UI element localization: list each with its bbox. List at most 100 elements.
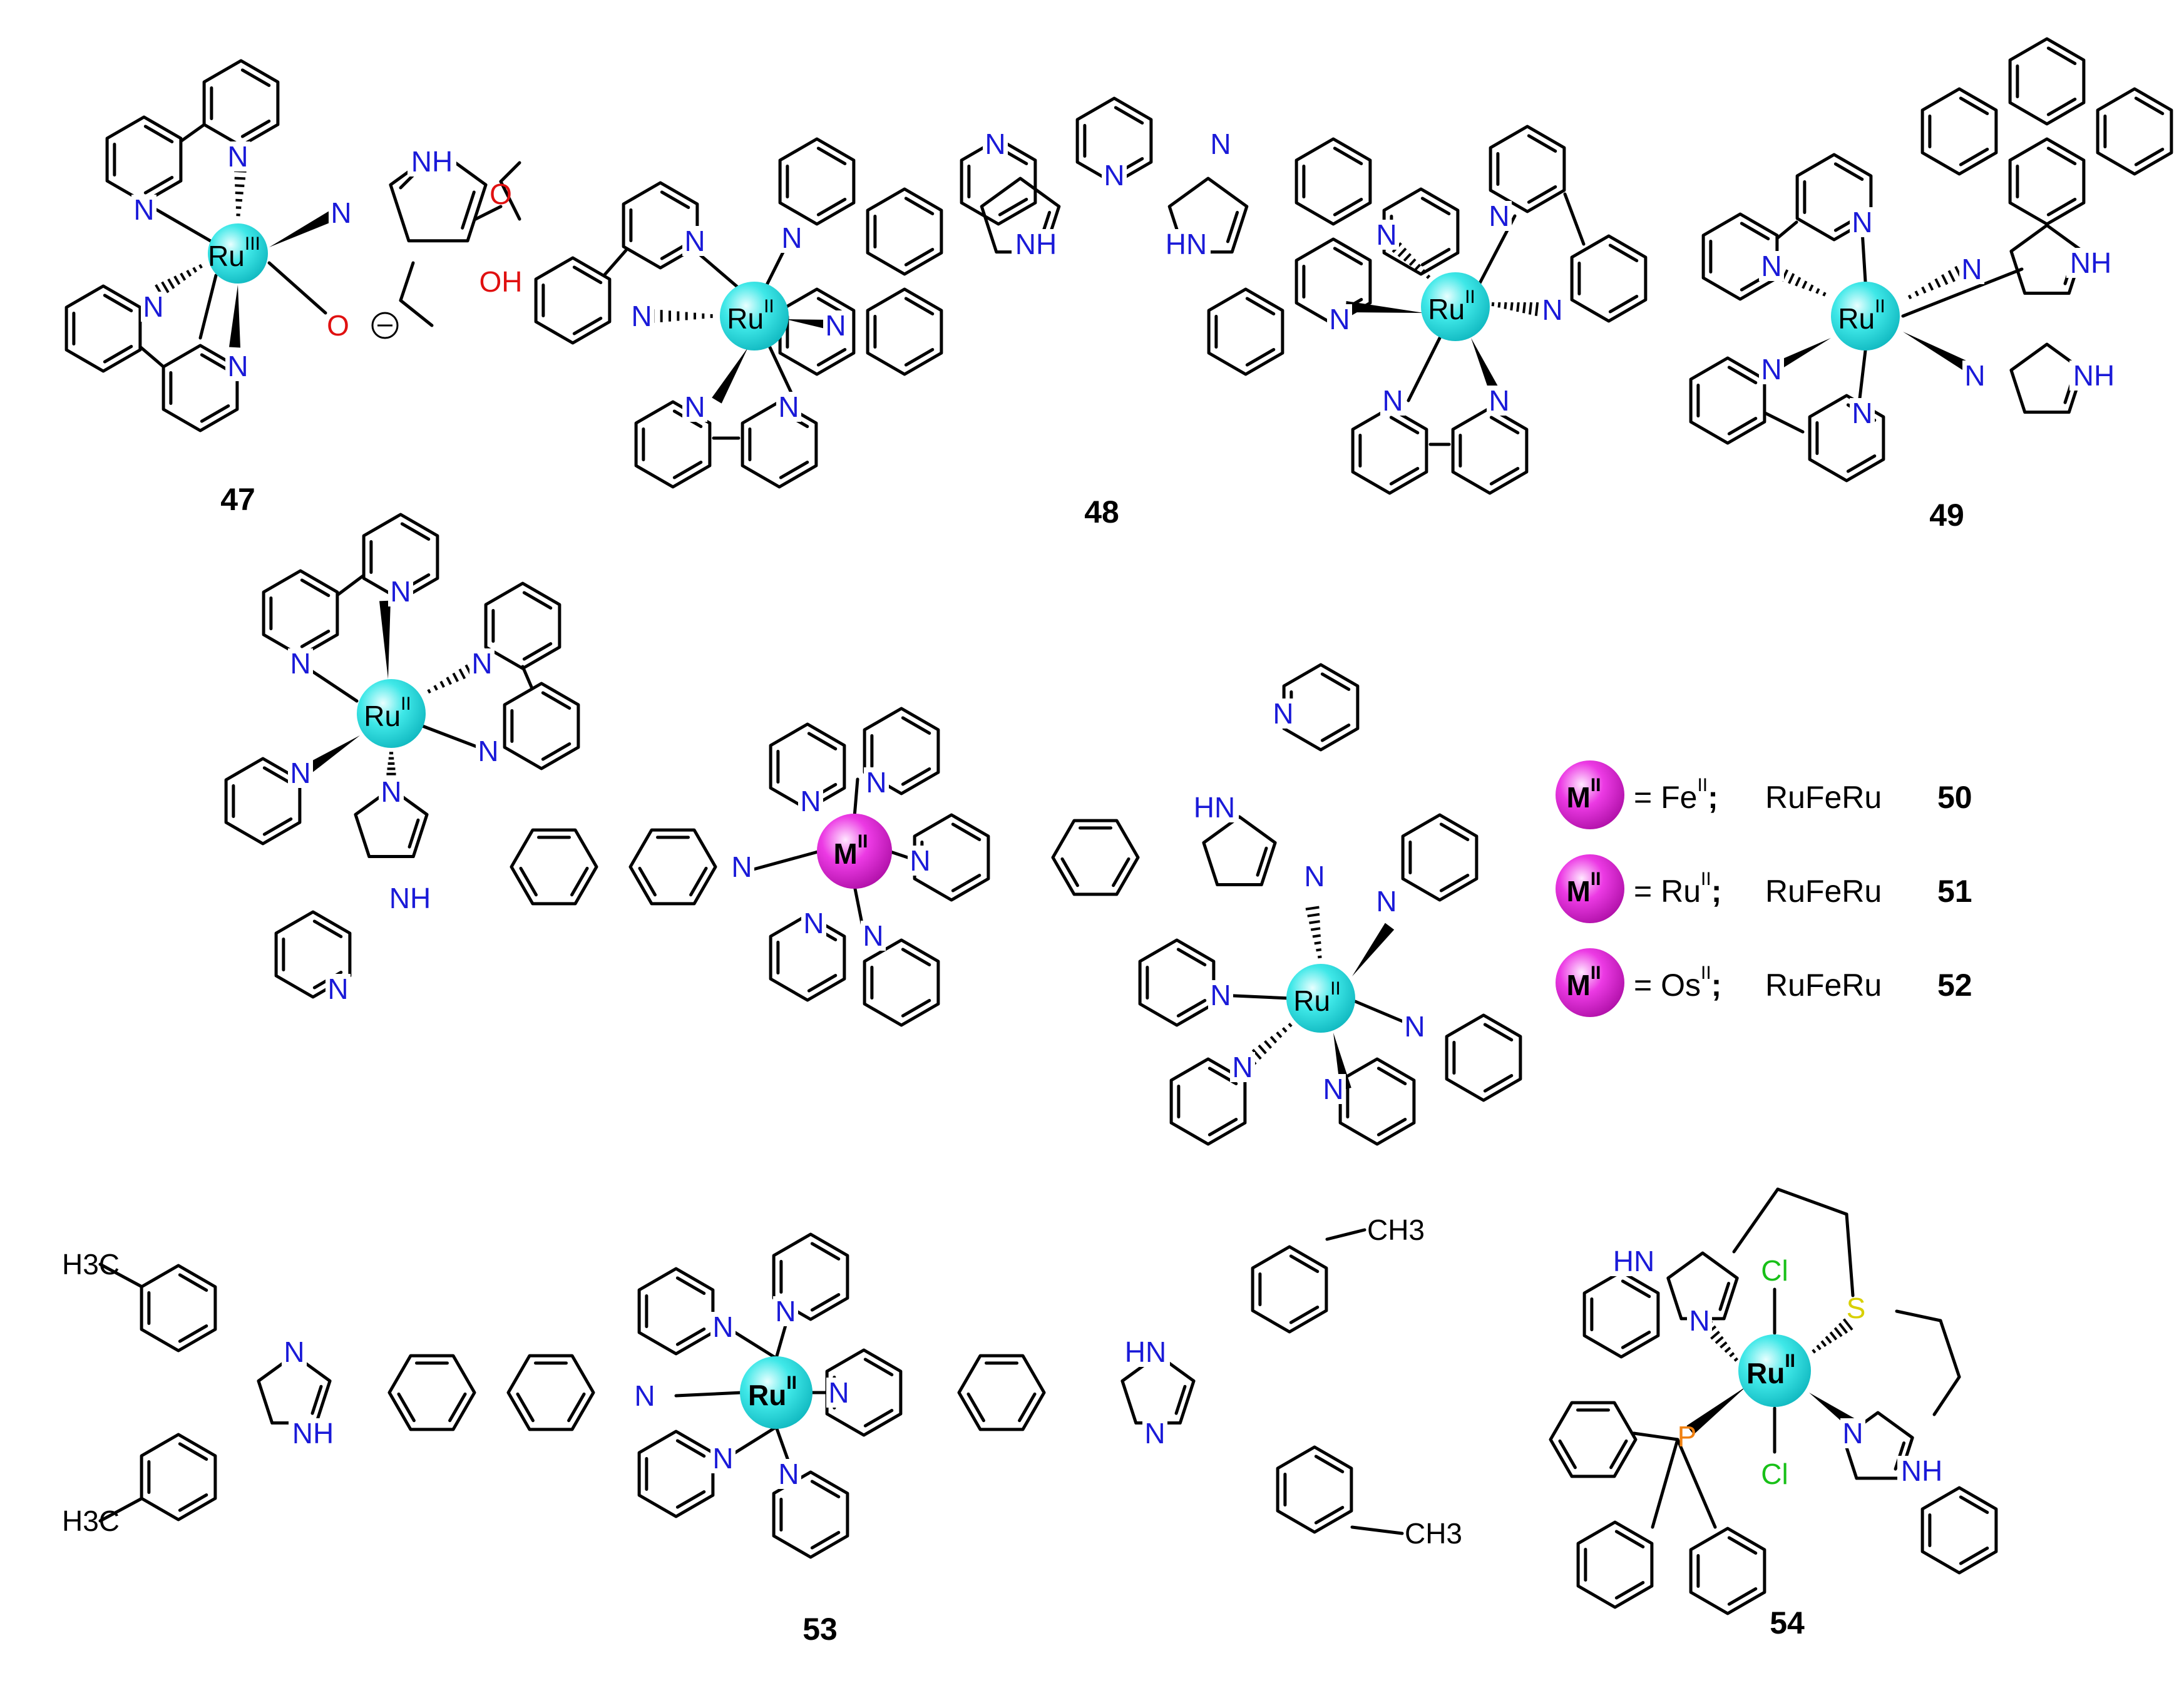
aromatic-double-bond <box>1727 1587 1758 1606</box>
aromatic-ring <box>64 284 142 373</box>
label-knockout <box>823 310 848 340</box>
bond <box>155 208 218 246</box>
hashed-bond <box>446 677 452 685</box>
aromatic-double-bond <box>541 742 572 761</box>
aromatic-double-bond <box>1420 197 1451 215</box>
label-knockout <box>1687 1306 1712 1336</box>
ring-double-bond <box>408 818 420 849</box>
ru-center-left <box>357 679 426 748</box>
aromatic-double-bond <box>522 591 553 610</box>
hashed-bond <box>1934 278 1941 288</box>
aromatic-double-bond <box>400 522 431 541</box>
oxygen-atom: O <box>327 309 349 342</box>
hashed-bond <box>1822 292 1827 297</box>
aromatic-double-bond <box>1727 1536 1758 1555</box>
charge-circle <box>371 312 399 339</box>
label-knockout <box>289 1418 337 1448</box>
methyl-group: CH3 <box>1367 1214 1425 1246</box>
aromatic-double-bond <box>1389 416 1420 434</box>
label-knockout <box>1759 251 1784 281</box>
aromatic-double-bond <box>901 948 931 966</box>
aromatic-ring <box>105 115 183 204</box>
ru-center-48a <box>720 282 789 350</box>
ru-center-right <box>1286 964 1355 1033</box>
hashed-bond <box>161 281 170 294</box>
label-knockout <box>2069 361 2118 391</box>
hashed-bond <box>1815 288 1820 294</box>
label-knockout <box>1759 354 1784 384</box>
wedge-bond <box>1352 923 1395 976</box>
hashed-bond <box>1251 1048 1262 1060</box>
wedge-bond <box>712 347 748 404</box>
aromatic-double-bond <box>2046 146 2077 165</box>
nh-group: NH <box>1015 228 1057 260</box>
aromatic-double-bond <box>1389 467 1420 486</box>
hashed-bond <box>186 270 192 277</box>
legend-metal: MII <box>1567 963 1601 1002</box>
nitrogen-atom: N <box>381 775 401 808</box>
hashed-bond <box>1914 290 1919 297</box>
bond <box>336 574 365 596</box>
label-knockout <box>682 392 707 422</box>
nitrogen-atom: N <box>290 647 310 680</box>
label-knockout <box>1208 980 1233 1010</box>
hashed-bond <box>1802 280 1808 289</box>
aromatic-ring <box>1795 153 1873 242</box>
nh-group: NH <box>389 882 431 914</box>
hashed-bond <box>167 278 175 289</box>
ruthenium-48a: RuII <box>727 296 774 335</box>
aromatic-double-bond <box>1420 248 1451 267</box>
aromatic-double-bond <box>807 974 838 993</box>
aromatic-ring <box>741 400 818 489</box>
aromatic-ring <box>769 913 846 1002</box>
ring-double-bond <box>1226 210 1239 243</box>
nitrogen-atom: N <box>825 309 846 342</box>
aromatic-double-bond <box>1245 348 1276 367</box>
aromatic-double-bond <box>904 297 935 315</box>
nitrogen-atom: N <box>684 391 705 423</box>
hashed-bond <box>1838 1322 1848 1334</box>
aromatic-ring <box>1401 813 1479 902</box>
label-knockout <box>1230 1052 1255 1082</box>
compound-number: 48 <box>1084 494 1119 529</box>
hn-group: HN <box>1613 1245 1654 1277</box>
label-knockout <box>1380 386 1405 416</box>
aromatic-double-bond <box>1114 106 1144 125</box>
nitrogen-atom: N <box>1376 218 1397 251</box>
nitrogen-atom: N <box>631 300 652 332</box>
legend-m-sphere <box>1556 760 1624 829</box>
aromatic-ring <box>274 910 352 999</box>
hashed-bond <box>452 672 459 682</box>
legend-compound-id: 50 <box>1937 780 1972 815</box>
label-knockout <box>632 1381 657 1411</box>
ruthenium-54: RuII <box>1746 1351 1795 1390</box>
ring-double-bond <box>1718 1282 1731 1311</box>
aromatic-ring <box>1251 1245 1328 1334</box>
label-knockout <box>1012 229 1060 259</box>
nitrogen-atom: N <box>327 973 348 1005</box>
aromatic-ring <box>1489 125 1566 213</box>
aromatic-ring <box>960 137 1037 226</box>
label-knockout <box>729 852 754 882</box>
aromatic-ring <box>484 581 561 670</box>
label-knockout <box>131 195 156 225</box>
nitrogen-atom: N <box>712 1442 733 1475</box>
aromatic-ring <box>1701 212 1779 301</box>
bond <box>267 261 327 315</box>
compound-number: 47 <box>220 482 255 517</box>
wedge-bond <box>269 210 335 247</box>
aromatic-double-bond <box>262 817 293 836</box>
label-knockout <box>864 767 889 797</box>
nitrogen-atom: N <box>1273 697 1293 730</box>
aromatic-ring <box>628 828 717 906</box>
aromatic-double-bond <box>2134 148 2165 166</box>
hashed-bond <box>1403 253 1412 262</box>
aromatic-double-bond <box>1377 1067 1407 1085</box>
label-knockout <box>1162 229 1211 259</box>
aromatic-double-bond <box>904 248 935 267</box>
nitrogen-atom: N <box>1852 397 1872 429</box>
nh-group: NH <box>292 1417 334 1450</box>
hashed-bond <box>1317 955 1322 959</box>
aromatic-double-bond <box>1245 297 1276 315</box>
